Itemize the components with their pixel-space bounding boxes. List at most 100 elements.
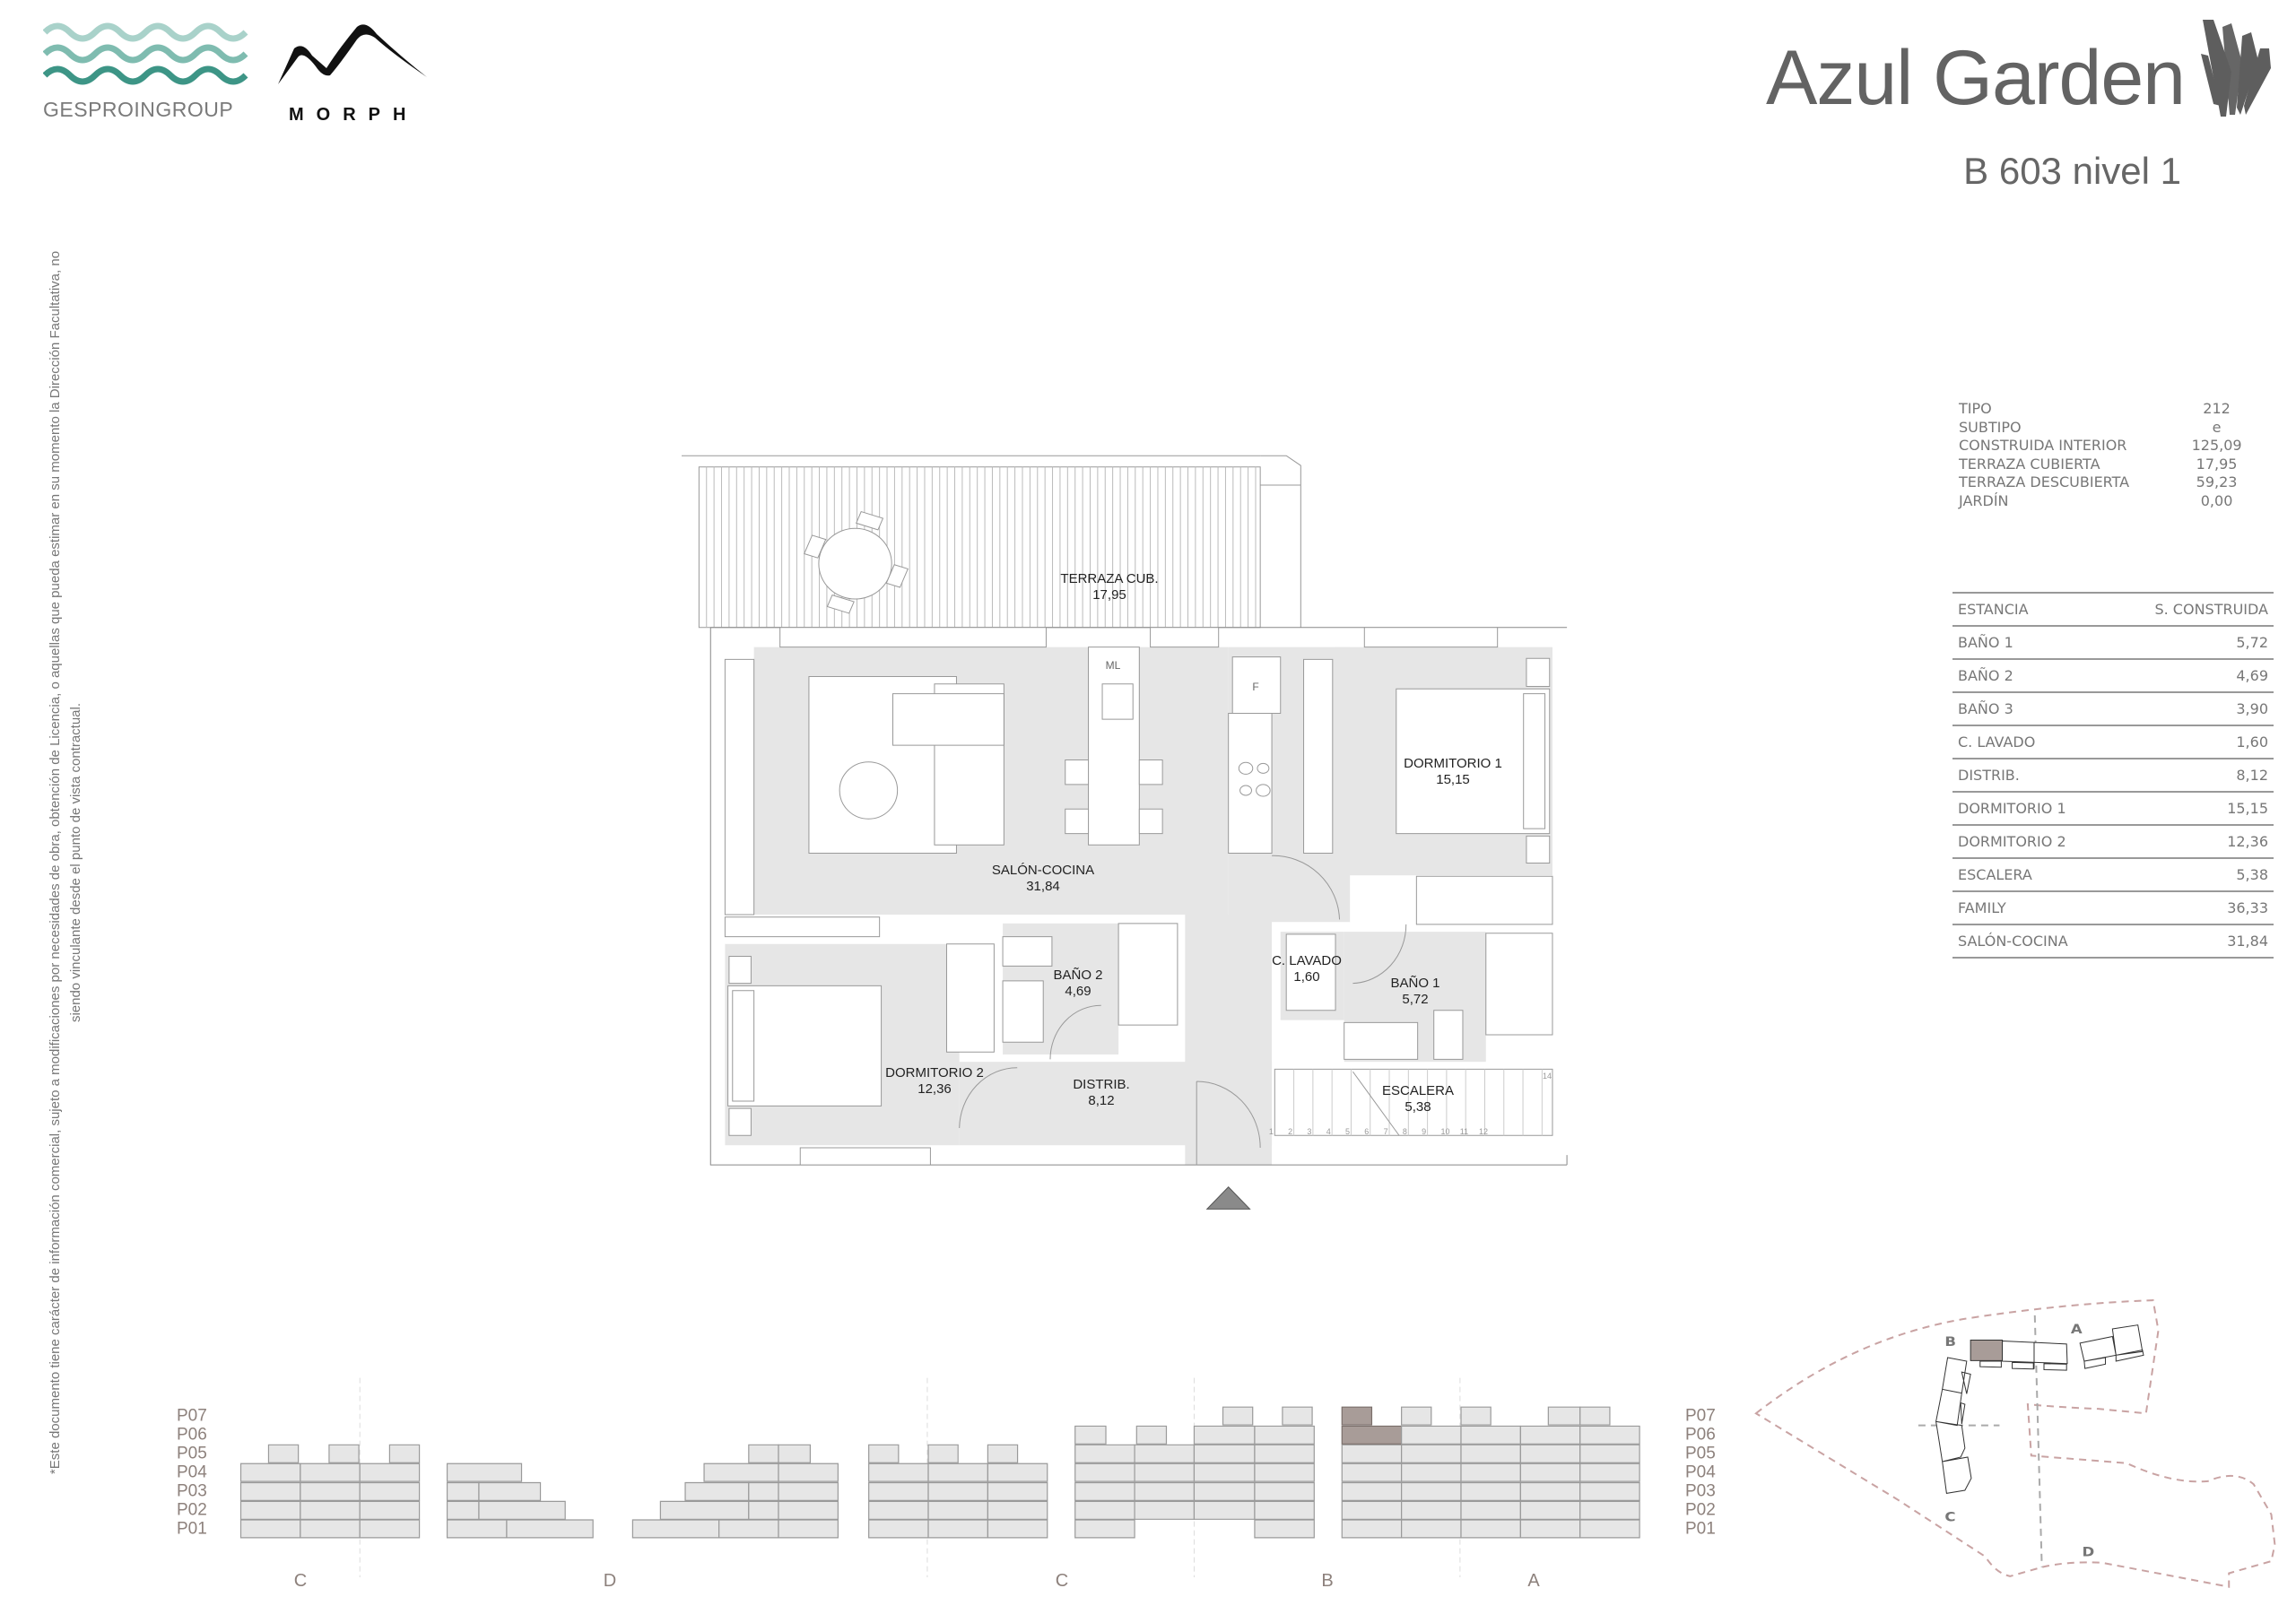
stool	[1139, 809, 1162, 833]
disclaimer-line-1: *Este documento tiene carácter de inform…	[48, 250, 63, 1475]
stair-step-number: 12	[1479, 1126, 1489, 1136]
unit-cell	[778, 1501, 838, 1519]
room-name: FAMILY	[1958, 899, 2006, 916]
unit-cell	[869, 1520, 928, 1538]
staircase	[1274, 1069, 1552, 1135]
unit-cell	[778, 1445, 810, 1462]
column-header: S. CONSTRUIDA	[2154, 601, 2268, 618]
block-label: C	[1055, 1571, 1069, 1591]
unit-cell	[1342, 1520, 1401, 1538]
unit-cell	[1194, 1463, 1254, 1481]
room-name: C. LAVADO	[1272, 953, 1342, 968]
waves-icon	[42, 22, 248, 85]
unit-cell	[1135, 1482, 1194, 1500]
stair-step-number: 7	[1383, 1126, 1388, 1136]
sink	[1102, 684, 1133, 719]
unit-cell	[1342, 1501, 1401, 1519]
stair-step-number: 14	[1543, 1072, 1552, 1081]
disclaimer-line-2: siendo vinculante desde el punto de vist…	[68, 702, 83, 1023]
table-row: FAMILY 36,33	[1952, 890, 2274, 924]
floor-label: P02	[177, 1500, 207, 1520]
stair-step-number: 5	[1345, 1126, 1351, 1136]
shower	[1118, 924, 1178, 1025]
room-area: 3,90	[2236, 700, 2268, 717]
unit-cell	[1075, 1463, 1135, 1481]
room-name: BAÑO 1	[1958, 634, 2013, 651]
unit-cell	[1255, 1482, 1314, 1500]
unit-cell	[240, 1482, 300, 1500]
unit-cell	[987, 1445, 1017, 1462]
stair-step-number: 4	[1326, 1126, 1331, 1136]
floor-label: P04	[177, 1462, 207, 1482]
stair-step-number: 6	[1364, 1126, 1370, 1136]
building-elevation	[161, 1372, 1704, 1587]
unit-cell	[1194, 1445, 1254, 1462]
stool	[1139, 760, 1162, 785]
summary-label: CONSTRUIDA INTERIOR	[1959, 437, 2127, 454]
room-name: TERRAZA CUB.	[1060, 571, 1159, 586]
morph-wordmark: MORPH	[289, 105, 419, 125]
legal-disclaimer: *Este documento tiene carácter de inform…	[45, 226, 90, 1499]
room-name: DORMITORIO 1	[1958, 800, 2066, 817]
room-area: 5,72	[1402, 992, 1429, 1007]
unit-cell	[1136, 1426, 1166, 1444]
room-area: 36,33	[2227, 899, 2268, 916]
leaf-icon	[2201, 20, 2271, 117]
room-name: BAÑO 2	[1053, 968, 1103, 983]
unit-subtitle: B 603 nivel 1	[1963, 150, 2181, 192]
unit-cell	[389, 1445, 419, 1462]
unit-cell	[1580, 1407, 1610, 1425]
summary-value: 59,23	[2196, 473, 2238, 490]
washbasin	[1003, 981, 1043, 1042]
site-building-highlight	[1970, 1340, 2002, 1360]
floor-label: P01	[1685, 1519, 1716, 1539]
unit-cell	[632, 1520, 718, 1538]
room-area: 15,15	[2227, 800, 2268, 817]
block-label: A	[1527, 1571, 1540, 1591]
unit-cell	[987, 1520, 1047, 1538]
unit-cell	[1075, 1520, 1135, 1538]
floor-label: P03	[1685, 1481, 1716, 1501]
door-swing	[1352, 924, 1405, 984]
unit-cell	[448, 1482, 479, 1500]
unit-cell	[360, 1520, 419, 1538]
vanity	[1344, 1022, 1418, 1059]
unit-cell	[987, 1501, 1047, 1519]
room-area: 12,36	[918, 1081, 952, 1097]
room-name: BAÑO 3	[1958, 700, 2013, 717]
unit-cell	[1255, 1520, 1314, 1538]
summary-value: 125,09	[2191, 437, 2242, 454]
unit-cell	[1461, 1520, 1520, 1538]
unit-cell	[1194, 1426, 1254, 1444]
room-name: DISTRIB.	[1073, 1077, 1130, 1092]
unit-cell	[1135, 1463, 1194, 1481]
unit-cell	[1461, 1482, 1520, 1500]
unit-cell	[869, 1445, 899, 1462]
summary-label: SUBTIPO	[1959, 418, 2022, 436]
room-name: BAÑO 2	[1958, 667, 2013, 684]
terrace-table	[819, 528, 891, 599]
unit-cell	[507, 1520, 593, 1538]
floor-label: P07	[177, 1406, 207, 1426]
summary-value: 212	[2203, 400, 2231, 417]
unit-cell	[928, 1482, 987, 1500]
block-label: D	[603, 1571, 617, 1591]
floor-plan	[682, 448, 1578, 1211]
unit-cell	[360, 1501, 419, 1519]
unit-cell	[869, 1463, 928, 1481]
floor-label: P06	[177, 1425, 207, 1445]
project-title: Azul Garden	[1765, 35, 2186, 121]
room-area: 15,15	[1436, 772, 1470, 787]
table-row: DORMITORIO 1 15,15	[1952, 791, 2274, 824]
gesproin-wordmark: GESPROINGROUP	[43, 98, 234, 121]
block-label: C	[293, 1571, 308, 1591]
unit-cell	[1135, 1501, 1194, 1519]
